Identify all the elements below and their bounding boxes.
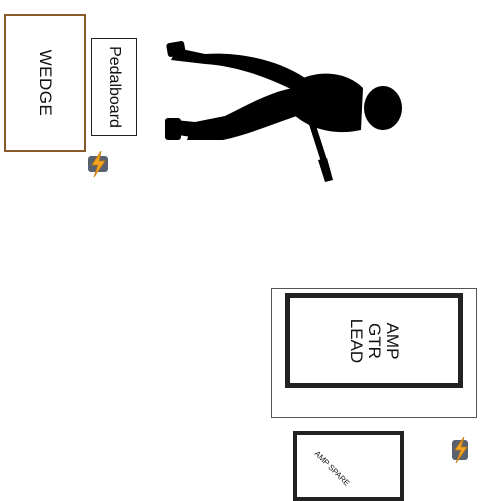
amp-spare-box: AMP SPARE — [293, 431, 404, 501]
wedge-label: WEDGE — [35, 50, 55, 117]
guitarist-silhouette-icon — [165, 30, 410, 195]
amp-spare-label: AMP SPARE — [313, 449, 352, 488]
pedalboard-box: Pedalboard — [91, 38, 137, 136]
power-bolt-icon — [84, 150, 112, 178]
wedge-monitor-box: WEDGE — [4, 14, 86, 152]
amp-label: AMP GTR LEAD — [347, 318, 401, 362]
power-bolt-icon — [446, 436, 474, 464]
pedalboard-label: Pedalboard — [105, 46, 123, 128]
amp-gtr-lead-box: AMP GTR LEAD — [285, 293, 463, 388]
